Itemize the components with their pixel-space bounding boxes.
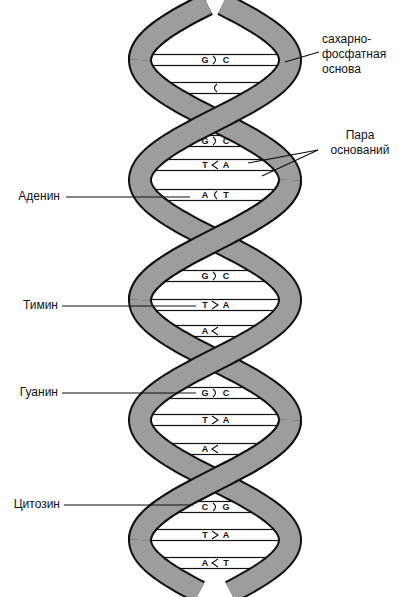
- strand-outline: [140, 4, 290, 592]
- sugar-phosphate-strand: [140, 4, 290, 592]
- pairing-symbol: [213, 56, 216, 64]
- base-letter: T: [200, 530, 210, 541]
- pairing-symbol: [213, 503, 216, 511]
- base-letter: T: [200, 160, 210, 171]
- leader-line: [248, 150, 318, 163]
- base-letter: C: [221, 388, 231, 399]
- sugar-phosphate-strand: [140, 420, 290, 540]
- base-letter: G: [221, 502, 231, 513]
- pairing-symbol: [212, 559, 218, 567]
- base-letter: T: [200, 415, 210, 426]
- base-letter: A: [221, 160, 231, 171]
- pairing-symbol: [212, 301, 218, 309]
- base-pair-bar: [141, 530, 290, 541]
- base-letter: G: [200, 55, 210, 66]
- pairing-symbol: [212, 445, 218, 453]
- base-letter: A: [200, 326, 210, 337]
- leader-line: [262, 150, 318, 176]
- part-label: сахарно-фосфатная основа: [322, 32, 400, 77]
- pairing-symbol: [213, 137, 216, 145]
- base-label: Цитозин: [2, 497, 60, 512]
- pairing-symbol: [213, 389, 216, 397]
- leader-line: [285, 52, 319, 62]
- pairing-symbol: [212, 531, 218, 539]
- sugar-phosphate-strand: [140, 180, 290, 300]
- base-letter: G: [200, 136, 210, 147]
- base-pair-bar: [141, 300, 290, 311]
- base-letter: G: [200, 388, 210, 399]
- base-letter: T: [221, 558, 231, 569]
- base-pair-bar: [140, 415, 290, 426]
- base-letter: T: [200, 300, 210, 311]
- pairing-symbol: [215, 84, 218, 92]
- base-letter: A: [200, 190, 210, 201]
- base-pair-bar: [140, 55, 290, 66]
- base-letter: G: [200, 271, 210, 282]
- pairing-symbol: [213, 272, 216, 280]
- base-label: Гуанин: [2, 385, 58, 400]
- base-label: Аденин: [2, 189, 60, 204]
- pairing-symbol: [212, 161, 218, 169]
- base-letter: C: [200, 502, 210, 513]
- leader-line: [66, 196, 190, 197]
- base-letter: C: [221, 55, 231, 66]
- leader-line: [62, 305, 196, 306]
- sugar-phosphate-strand: [140, 4, 207, 60]
- leader-line: [64, 504, 193, 505]
- base-letter: A: [221, 415, 231, 426]
- base-letter: A: [221, 300, 231, 311]
- base-letter: C: [221, 271, 231, 282]
- pairing-symbol: [215, 191, 218, 199]
- base-letter: C: [221, 136, 231, 147]
- base-letter: T: [221, 190, 231, 201]
- part-label: Пара оснований: [320, 128, 400, 158]
- sugar-phosphate-strand: [140, 4, 290, 592]
- strand-outline: [140, 180, 290, 300]
- strand-outline: [140, 4, 290, 592]
- base-letter: A: [200, 444, 210, 455]
- pairing-symbol: [212, 416, 218, 424]
- leader-line: [62, 392, 196, 393]
- strand-outline: [140, 420, 290, 540]
- strand-outline: [140, 4, 207, 60]
- base-letter: A: [200, 558, 210, 569]
- pairing-symbol: [212, 327, 218, 335]
- base-label: Тимин: [2, 298, 58, 313]
- base-letter: A: [221, 530, 231, 541]
